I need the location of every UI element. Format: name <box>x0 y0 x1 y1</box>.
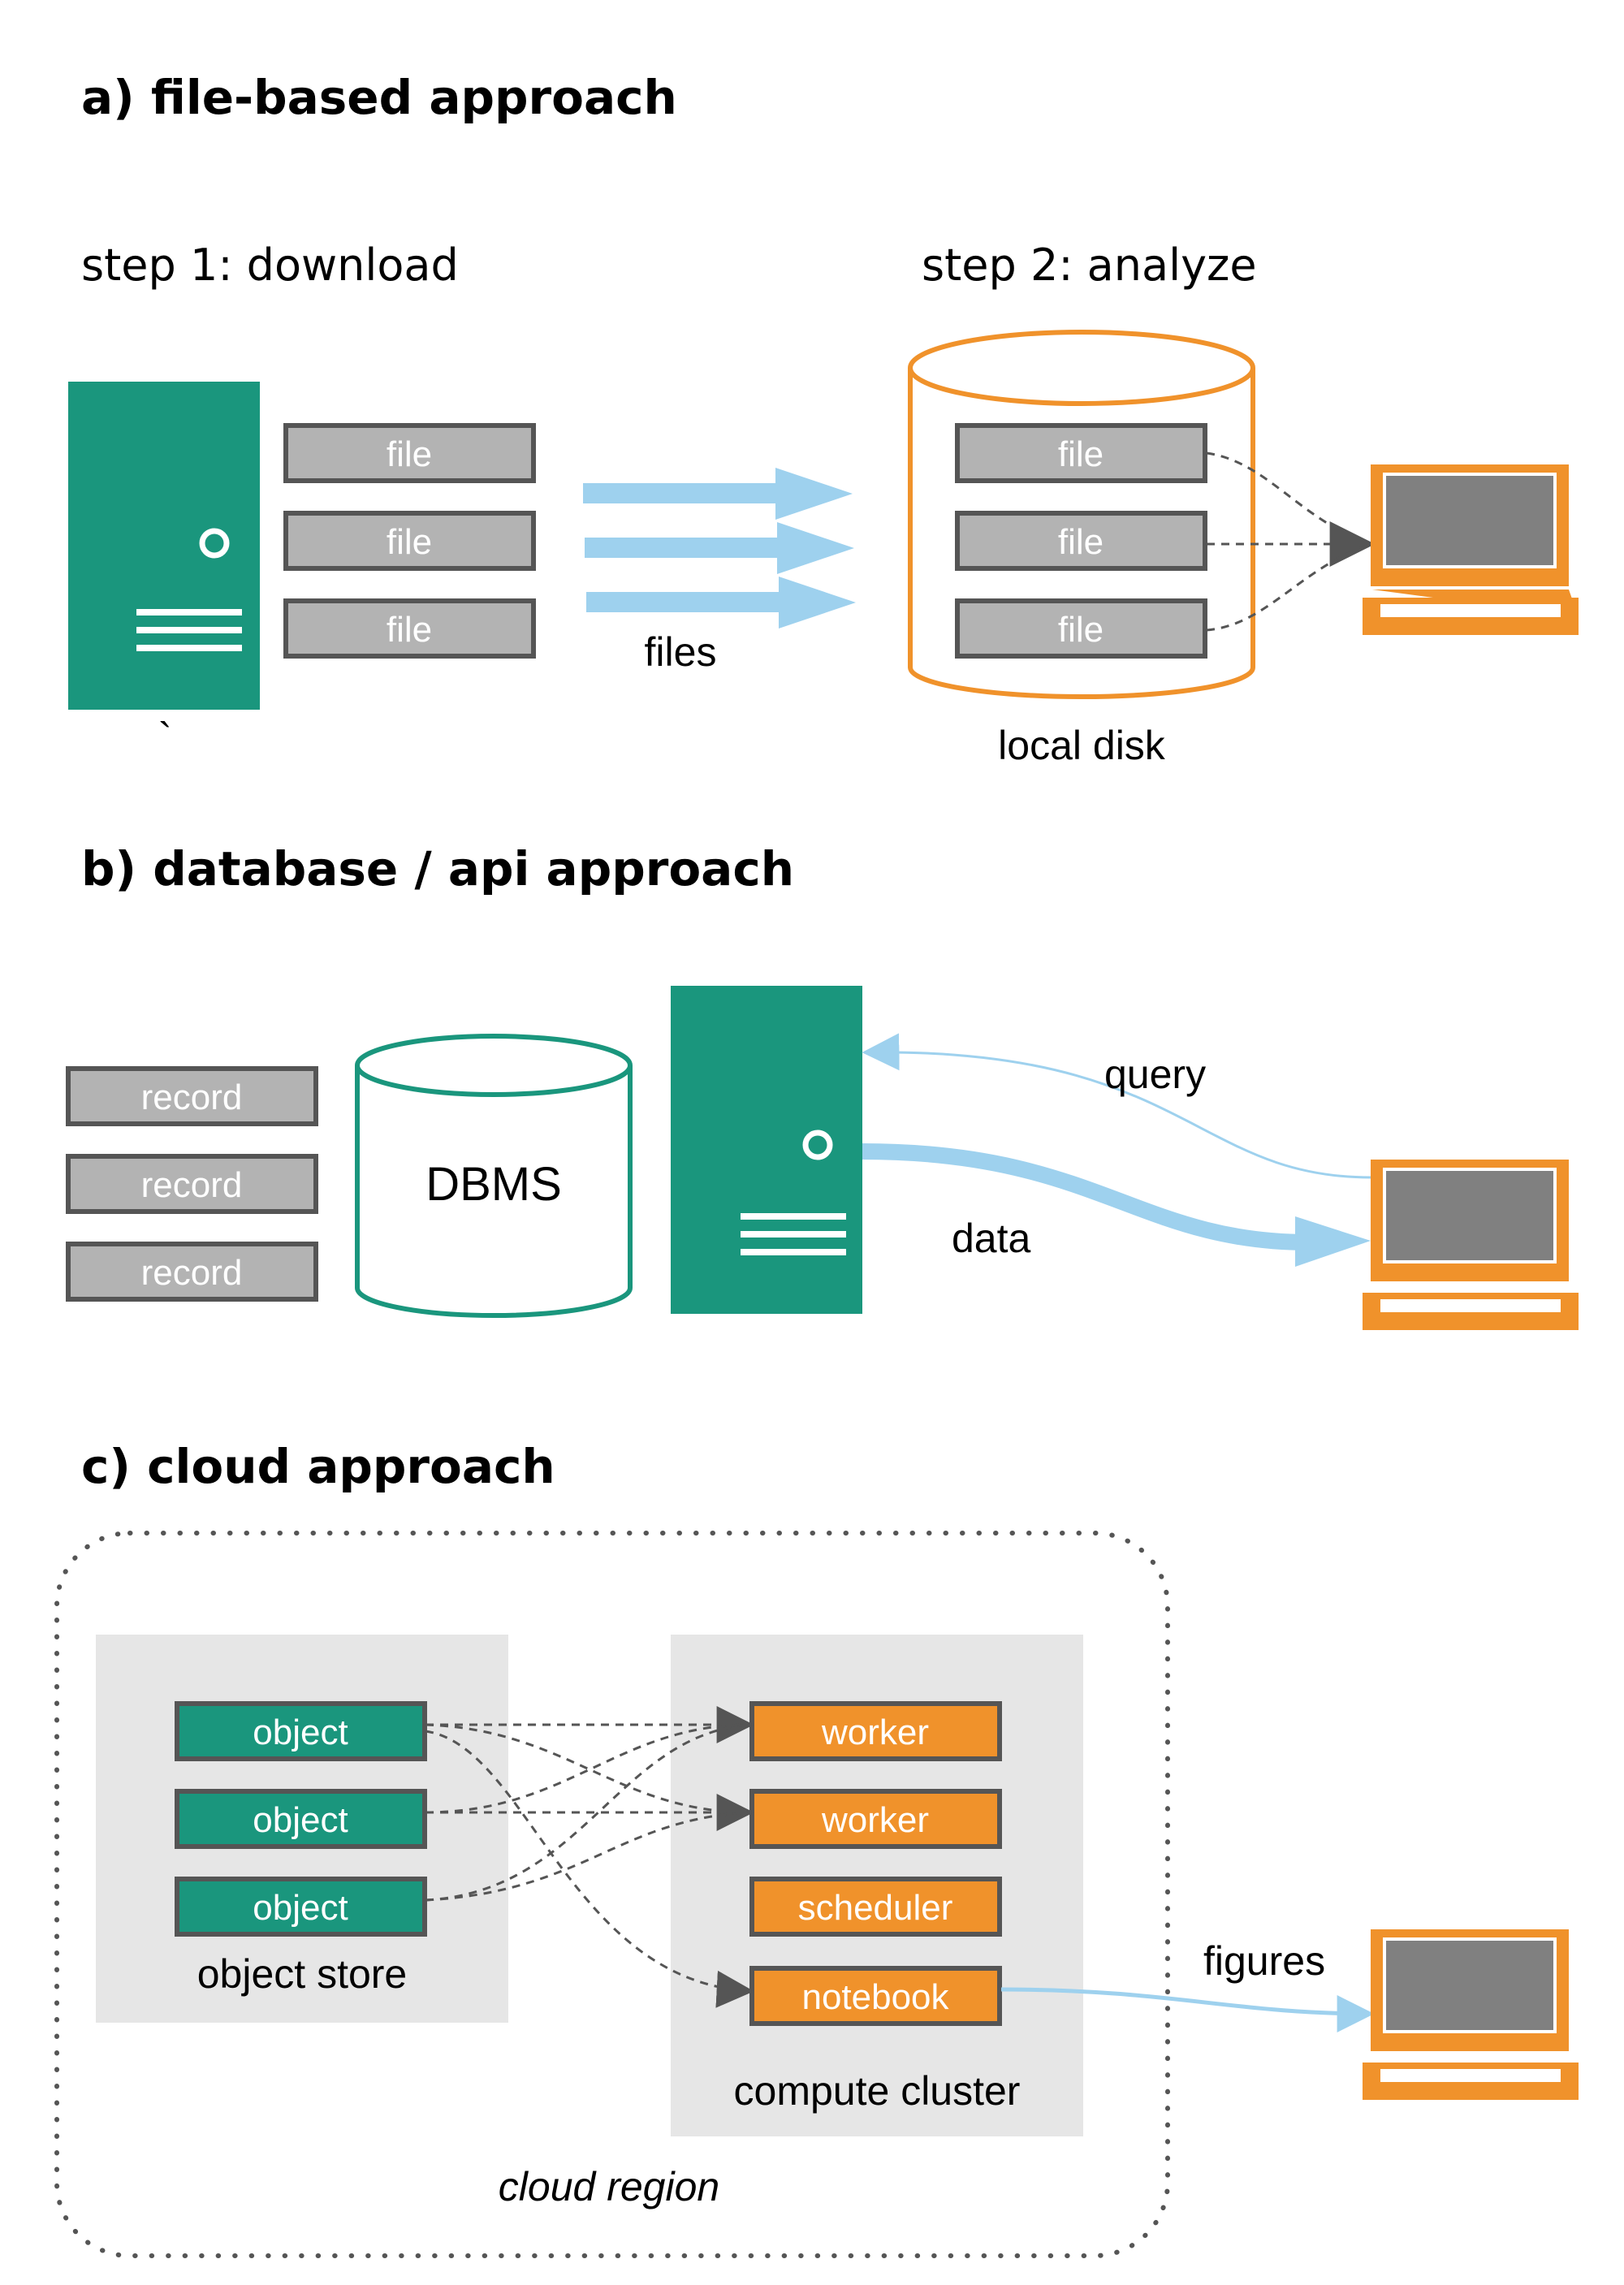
server-file: file <box>283 511 536 571</box>
record-box: record <box>66 1242 318 1302</box>
object-box: object <box>175 1877 427 1937</box>
analyze-arrows <box>1206 451 1376 632</box>
query-arrow <box>862 1033 1371 1179</box>
data-label: data <box>952 1216 1031 1261</box>
server-file-label: file <box>387 434 432 474</box>
server-icon <box>68 382 260 710</box>
disk-file-list: file file file <box>955 423 1207 659</box>
record-box: record <box>66 1154 318 1214</box>
download-arrow <box>585 522 854 574</box>
files-arrow-label: files <box>645 629 717 675</box>
server-file: file <box>283 598 536 659</box>
section-c-heading: c) cloud approach <box>81 1439 555 1494</box>
object-label: object <box>253 1713 348 1752</box>
record-label: record <box>141 1078 243 1117</box>
object-store-label: object store <box>197 1951 407 1997</box>
notebook-box: notebook <box>749 1966 1002 2026</box>
object-label: object <box>253 1800 348 1840</box>
object-box: object <box>175 1789 427 1849</box>
laptop-icon <box>1363 464 1579 635</box>
section-b-heading: b) database / api approach <box>81 841 794 896</box>
figures-arrow <box>1000 1987 1375 2032</box>
disk-file-label: file <box>1058 434 1104 474</box>
disk-file: file <box>955 511 1207 571</box>
record-label: record <box>141 1253 243 1293</box>
worker-label: worker <box>821 1713 929 1752</box>
download-arrow <box>586 577 856 628</box>
download-arrows <box>583 468 856 628</box>
cluster-node-list: worker worker scheduler notebook <box>749 1701 1002 2026</box>
laptop-icon <box>1363 1929 1579 2100</box>
dbms-label: DBMS <box>425 1158 562 1211</box>
api-server-icon <box>671 986 862 1314</box>
record-label: record <box>141 1165 243 1205</box>
worker-label: worker <box>821 1800 929 1840</box>
object-box: object <box>175 1701 427 1761</box>
cloud-region-label: cloud region <box>499 2164 719 2209</box>
compute-cluster-label: compute cluster <box>734 2068 1021 2114</box>
server-file-label: file <box>387 610 432 650</box>
step1-label: step 1: download <box>81 240 459 291</box>
stray-mark: ` <box>158 715 172 760</box>
record-box: record <box>66 1066 318 1126</box>
laptop-icon <box>1363 1160 1579 1330</box>
section-a-heading: a) file-based approach <box>81 70 677 125</box>
download-arrow <box>583 468 853 520</box>
cloud-region-border <box>54 1531 1170 2258</box>
query-label: query <box>1104 1052 1206 1097</box>
data-arrow <box>862 1143 1371 1267</box>
step2-label: step 2: analyze <box>922 240 1257 291</box>
object-to-cluster-arrows <box>425 1706 754 2008</box>
record-list: record record record <box>66 1066 318 1302</box>
server-file-list: file file file <box>283 423 536 659</box>
figures-label: figures <box>1203 1938 1325 1984</box>
server-file: file <box>283 423 536 483</box>
scheduler-label: scheduler <box>798 1888 953 1928</box>
worker-box: worker <box>749 1701 1002 1761</box>
notebook-label: notebook <box>801 1977 949 2017</box>
disk-file-label: file <box>1058 522 1104 562</box>
local-disk-label: local disk <box>998 723 1166 768</box>
server-file-label: file <box>387 522 432 562</box>
scheduler-box: scheduler <box>749 1877 1002 1937</box>
disk-file: file <box>955 423 1207 483</box>
object-label: object <box>253 1888 348 1928</box>
disk-file-label: file <box>1058 610 1104 650</box>
dbms-cylinder <box>355 1034 633 1318</box>
worker-box: worker <box>749 1789 1002 1849</box>
object-list: object object object <box>175 1701 427 1937</box>
disk-file: file <box>955 598 1207 659</box>
